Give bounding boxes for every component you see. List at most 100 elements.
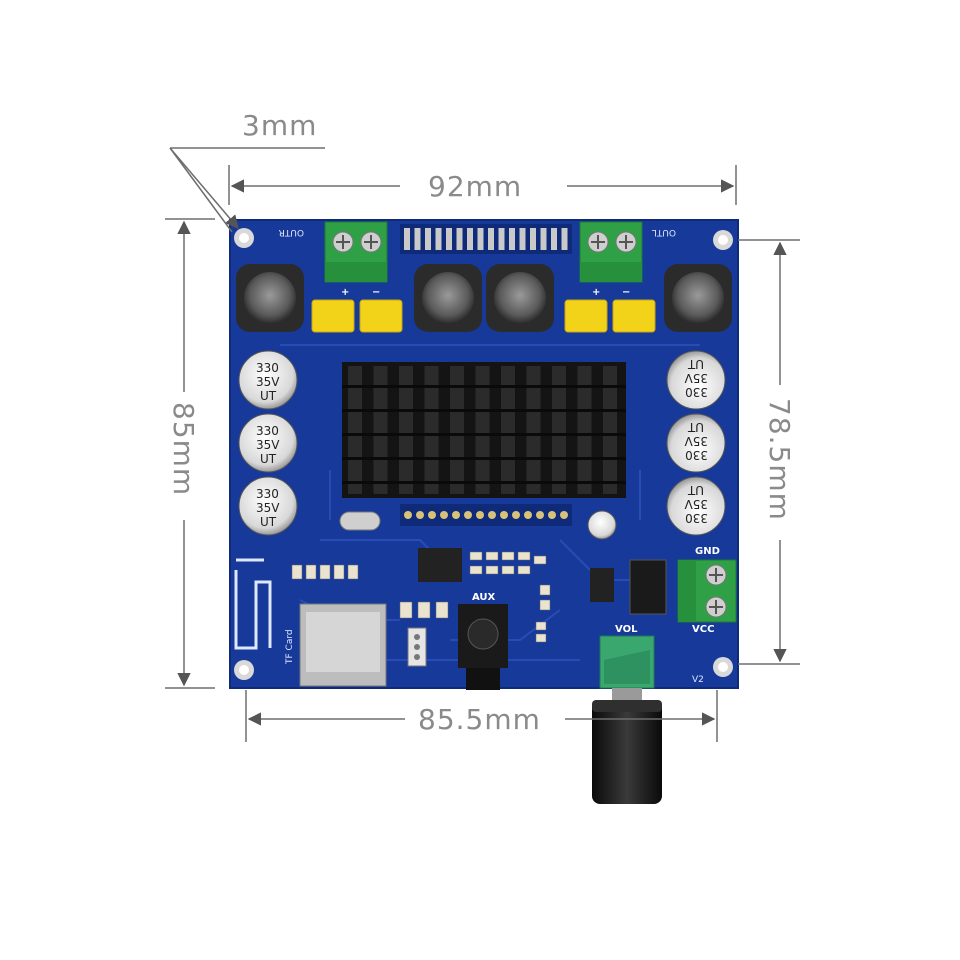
label-minus-l: − <box>622 287 630 298</box>
solder-pad <box>512 511 520 519</box>
arrow-3mm-b <box>169 147 233 233</box>
heatsink-groove <box>342 433 626 436</box>
label-plus-r: + <box>341 287 349 298</box>
dim-label-85mm: 85mm <box>167 402 200 496</box>
header-pin <box>509 228 515 250</box>
heatsink-fin <box>399 366 413 494</box>
solder-pad <box>536 511 544 519</box>
mounting-hole-bottom-left <box>234 660 254 680</box>
electrolytic-capacitors: 330 35V UT 330 35V UT 330 35V UT 330 35V… <box>238 350 726 540</box>
solder-pad <box>524 511 532 519</box>
solder-pad <box>404 511 412 519</box>
heatsink-fin <box>348 366 362 494</box>
inductor-3 <box>486 264 554 332</box>
regulator <box>629 559 667 615</box>
mounting-hole-bottom-right <box>713 657 733 677</box>
svg-text:330: 330 <box>256 424 279 438</box>
terminal-outr <box>324 221 388 283</box>
mounting-hole-top-right <box>713 230 733 250</box>
header-pin <box>561 228 568 250</box>
svg-text:UT: UT <box>260 389 277 403</box>
header-pin <box>425 228 431 250</box>
heatsink-fin <box>501 366 515 494</box>
heatsink-fin <box>475 366 490 494</box>
solder-pad <box>488 511 496 519</box>
svg-text:35V: 35V <box>684 434 708 448</box>
terminal-outl <box>579 221 643 283</box>
solder-pad <box>548 511 556 519</box>
heatsink <box>342 362 626 498</box>
svg-text:330: 330 <box>256 487 279 501</box>
svg-text:35V: 35V <box>684 497 708 511</box>
svg-text:330: 330 <box>685 448 708 462</box>
label-tf-card: TF Card <box>285 629 295 665</box>
label-outr: OUTR <box>279 227 304 237</box>
svg-text:35V: 35V <box>256 438 280 452</box>
solder-pad <box>452 511 460 519</box>
header-pin <box>488 228 494 250</box>
label-v2: V2 <box>692 675 704 685</box>
header-pin <box>435 228 442 250</box>
solder-pad <box>560 511 568 519</box>
ecap-left-2: 330 35V UT <box>238 413 298 473</box>
header-pin <box>456 228 463 250</box>
mounting-hole-top-left <box>234 228 254 248</box>
svg-text:UT: UT <box>260 515 277 529</box>
header-pin <box>540 228 547 250</box>
dimension-annotations <box>165 147 800 742</box>
dim-label-85-5mm: 85.5mm <box>418 703 541 736</box>
pad-row-bottom <box>400 504 572 526</box>
heatsink-fin <box>373 366 388 494</box>
svg-text:330: 330 <box>685 511 708 525</box>
header-pin <box>414 228 421 250</box>
smd-components <box>291 551 551 643</box>
heatsink-groove <box>342 457 626 460</box>
ecap-left-1: 330 35V UT <box>238 350 298 410</box>
heatsink-fin <box>552 366 566 494</box>
solder-pad <box>476 511 484 519</box>
heatsink-fin <box>577 366 592 494</box>
svg-text:UT: UT <box>687 420 704 434</box>
ic-chip-main <box>418 548 462 582</box>
volume-potentiometer <box>592 635 662 804</box>
terminal-power <box>677 559 737 623</box>
header-pin <box>404 228 410 250</box>
svg-text:330: 330 <box>256 361 279 375</box>
ecap-right-3: 330 35V UT <box>666 476 726 536</box>
crystal <box>339 511 381 531</box>
film-capacitors <box>311 299 656 333</box>
pin-header-top <box>400 224 572 254</box>
label-gnd: GND <box>695 546 720 557</box>
aux-jack <box>458 604 508 690</box>
inductor-1 <box>236 264 304 332</box>
svg-text:35V: 35V <box>256 375 280 389</box>
label-plus-l: + <box>592 287 600 298</box>
ecap-left-3: 330 35V UT <box>238 476 298 536</box>
label-vcc: VCC <box>692 624 714 635</box>
inductor-4 <box>664 264 732 332</box>
solder-pad <box>428 511 436 519</box>
svg-text:35V: 35V <box>684 371 708 385</box>
antenna-trace <box>234 558 272 650</box>
header-pin <box>477 228 484 250</box>
header-pin <box>467 228 473 250</box>
header-pin <box>446 228 452 250</box>
dim-label-78-5mm: 78.5mm <box>763 398 796 521</box>
heatsink-fin <box>424 366 439 494</box>
dim-label-3mm: 3mm <box>242 109 317 142</box>
header-pin <box>551 228 557 250</box>
label-vol: VOL <box>615 624 638 635</box>
mounting-holes <box>234 228 733 680</box>
heatsink-groove <box>342 385 626 388</box>
heatsink-fin <box>526 366 541 494</box>
inductors <box>236 264 732 332</box>
solder-pad <box>416 511 424 519</box>
svg-text:UT: UT <box>687 357 704 371</box>
header-pin <box>519 228 526 250</box>
dim-label-92mm: 92mm <box>428 170 522 203</box>
inductor-2 <box>414 264 482 332</box>
label-outl: OUTL <box>652 227 676 237</box>
heatsink-groove <box>342 409 626 412</box>
transistor <box>590 568 614 602</box>
